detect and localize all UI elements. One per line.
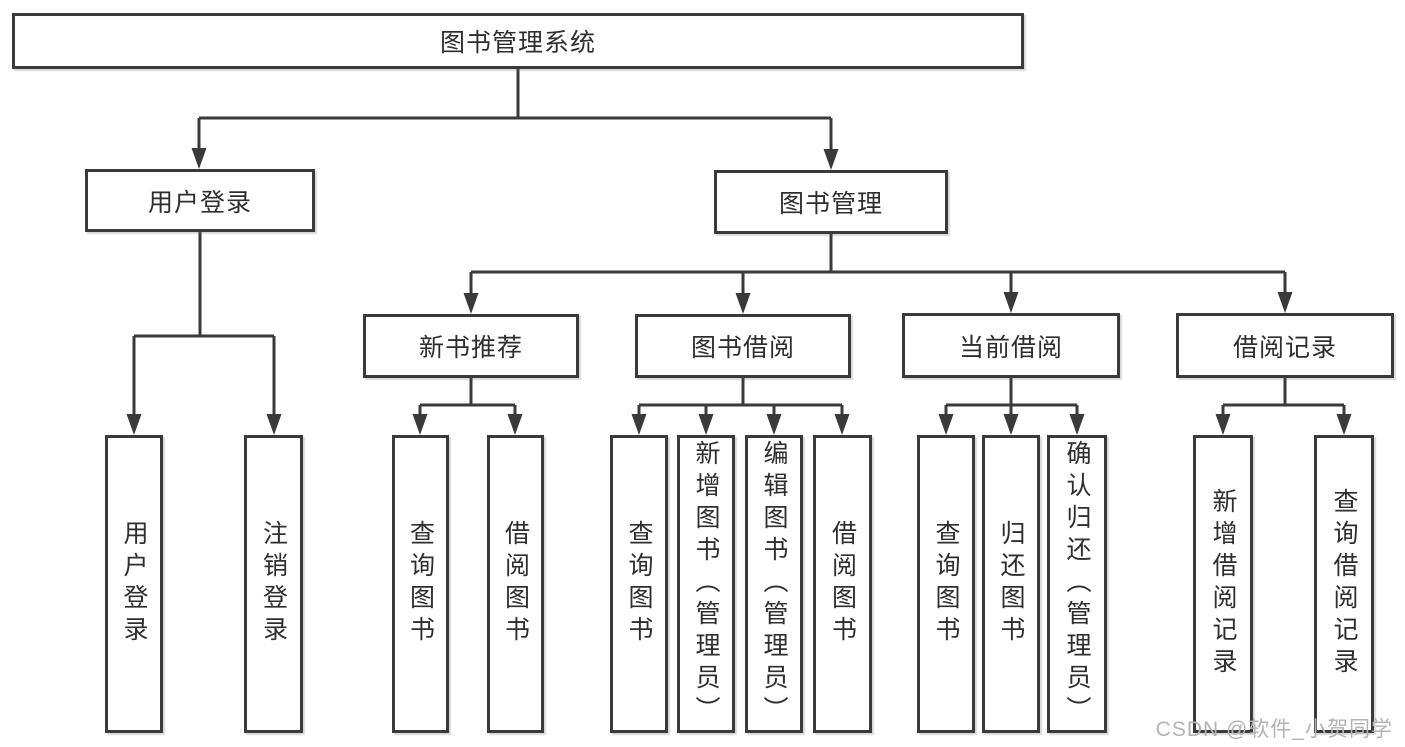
node-library-system: 图书管理系统: [12, 13, 1024, 69]
leaf-logout: 注销登录: [244, 435, 303, 733]
node-book-management: 图书管理: [714, 170, 948, 234]
node-borrowing-records: 借阅记录: [1176, 313, 1394, 378]
leaf-add-borrow-record: 新增借阅记录: [1193, 435, 1253, 733]
leaf-return-book: 归还图书: [982, 435, 1040, 733]
leaf-confirm-return-admin: 确认归还（管理员）: [1047, 435, 1107, 733]
leaf-query-books-borrow: 查询图书: [610, 435, 668, 733]
node-book-borrowing: 图书借阅: [635, 314, 851, 378]
leaf-borrow-books-recommend: 借阅图书: [487, 435, 544, 733]
node-user-login-group: 用户登录: [85, 169, 315, 232]
node-current-borrowing: 当前借阅: [902, 313, 1120, 378]
leaf-query-books-current: 查询图书: [917, 435, 975, 733]
leaf-edit-book-admin: 编辑图书（管理员）: [745, 435, 803, 733]
leaf-query-books-recommend: 查询图书: [392, 435, 449, 733]
leaf-user-login: 用户登录: [105, 435, 163, 733]
leaf-add-book-admin: 新增图书（管理员）: [677, 435, 735, 733]
leaf-query-borrow-record: 查询借阅记录: [1314, 435, 1374, 733]
leaf-borrow-books-borrow: 借阅图书: [813, 435, 872, 733]
csdn-watermark: CSDN @软件_小贺同学: [1155, 718, 1393, 741]
node-new-book-recommend: 新书推荐: [363, 314, 579, 378]
